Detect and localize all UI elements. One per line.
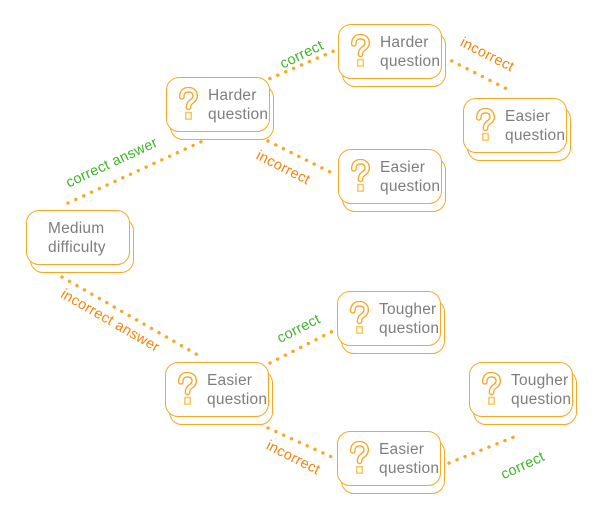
question-mark-icon [475,108,496,141]
card-stack-front: Tougher question [469,362,573,417]
edge-harder1-easier2 [266,139,336,176]
node-tougher-question-2: Tougher question [469,362,577,425]
node-easier-question-2: Easier question [338,149,446,212]
node-tougher-question-1: Tougher question [337,291,445,354]
edge-easier3-tougher1 [268,329,335,365]
card-stack-front: Tougher question [337,291,441,346]
edge-medium-easier3 [60,275,205,360]
node-label: Harder question [380,33,441,70]
node-label: Easier question [379,440,440,477]
question-mark-icon [350,34,371,67]
edge-harder2-easier1 [442,55,511,92]
node-label: Easier question [505,107,566,144]
edge-easier4-tougher2 [447,435,516,465]
card-stack-front: Medium difficulty [26,210,130,265]
node-easier-question-1: Easier question [463,98,571,161]
card-stack-front: Easier question [337,431,441,486]
card-stack-front: Harder question [338,24,442,79]
node-label: Easier question [380,158,441,195]
node-easier-question-4: Easier question [337,431,445,494]
node-label: Harder question [208,86,269,123]
node-easier-question-3: Easier question [165,362,273,425]
edge-medium-harder1 [66,138,207,205]
node-harder-question-1: Harder question [166,77,274,140]
node-label: Medium difficulty [48,219,106,256]
edge-easier3-easier4 [266,426,336,460]
question-mark-icon [177,372,198,405]
edge-harder1-harder2 [260,48,338,84]
node-label: Tougher question [379,300,440,337]
question-mark-icon [178,87,199,120]
node-medium-difficulty: Medium difficulty [26,210,134,273]
node-harder-question-2: Harder question [338,24,446,87]
question-mark-icon [350,159,371,192]
card-stack-front: Easier question [338,149,442,204]
question-mark-icon [481,372,502,405]
node-label: Tougher question [511,371,572,408]
question-mark-icon [349,441,370,474]
card-stack-front: Harder question [166,77,270,132]
question-mark-icon [349,301,370,334]
node-label: Easier question [207,371,268,408]
card-stack-front: Easier question [463,98,567,153]
card-stack-front: Easier question [165,362,269,417]
